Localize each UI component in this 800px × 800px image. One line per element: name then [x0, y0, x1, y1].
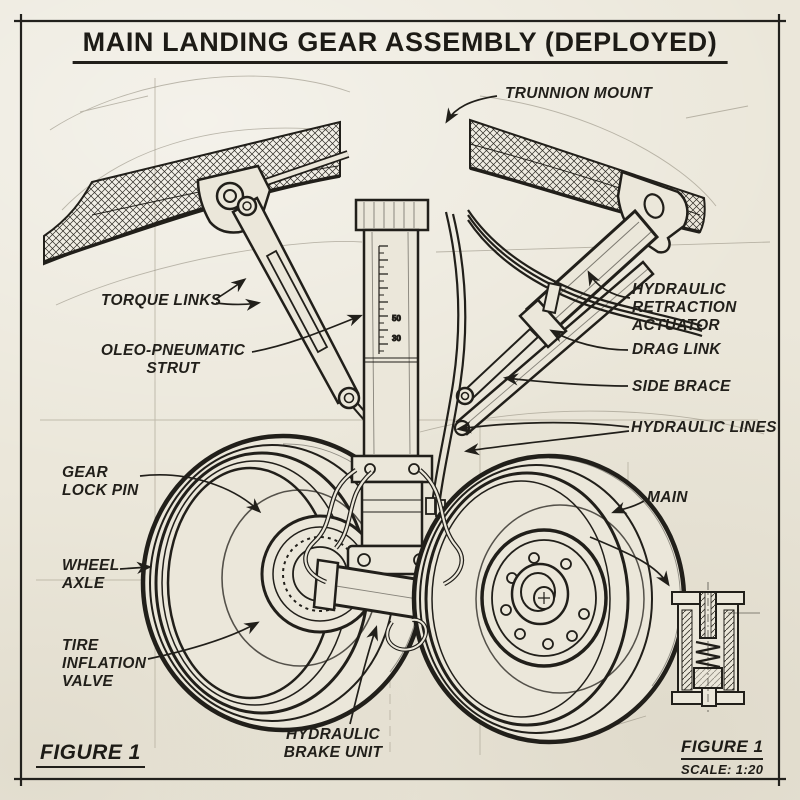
label-torque-links: TORQUE LINKS [101, 292, 222, 309]
label-drag-link: DRAG LINK [632, 341, 721, 358]
detail-inset [671, 582, 760, 712]
gauge-upper-mark: 50 [392, 314, 401, 323]
figure-number-right: FIGURE 1 [681, 737, 764, 760]
torque-links [231, 195, 372, 423]
figure-number-left: FIGURE 1 [36, 741, 145, 768]
label-hydraulic-lines: HYDRAULIC LINES [631, 419, 777, 436]
page-title: MAIN LANDING GEAR ASSEMBLY (DEPLOYED) [72, 27, 728, 64]
label-tire-inflation-valve: TIRE INFLATION VALVE [62, 637, 147, 690]
brake-lines [303, 468, 464, 652]
figure-scale: SCALE: 1:20 [681, 762, 764, 777]
label-hydraulic-retraction-actuator: HYDRAULIC RETRACTION ACTUATOR [632, 281, 737, 334]
label-gear-lock-pin: GEAR LOCK PIN [62, 464, 139, 499]
label-wheel-axle: WHEEL AXLE [62, 557, 120, 592]
label-hydraulic-brake-unit: HYDRAULIC BRAKE UNIT [283, 726, 383, 761]
label-side-brace: SIDE BRACE [632, 378, 731, 395]
label-main-wheel: MAIN [647, 489, 688, 506]
right-wheel [411, 453, 687, 745]
hydraulic-lines [425, 209, 703, 517]
label-trunnion-mount: TRUNNION MOUNT [505, 85, 653, 102]
leader-arrows [119, 95, 670, 725]
border-frame [14, 14, 786, 786]
figure-block-right: FIGURE 1 SCALE: 1:20 [681, 737, 764, 777]
oleo-strut: 50 30 [346, 198, 438, 576]
gauge-lower-mark: 30 [392, 334, 401, 343]
label-oleo-strut: OLEO-PNEUMATIC STRUT [100, 342, 246, 377]
